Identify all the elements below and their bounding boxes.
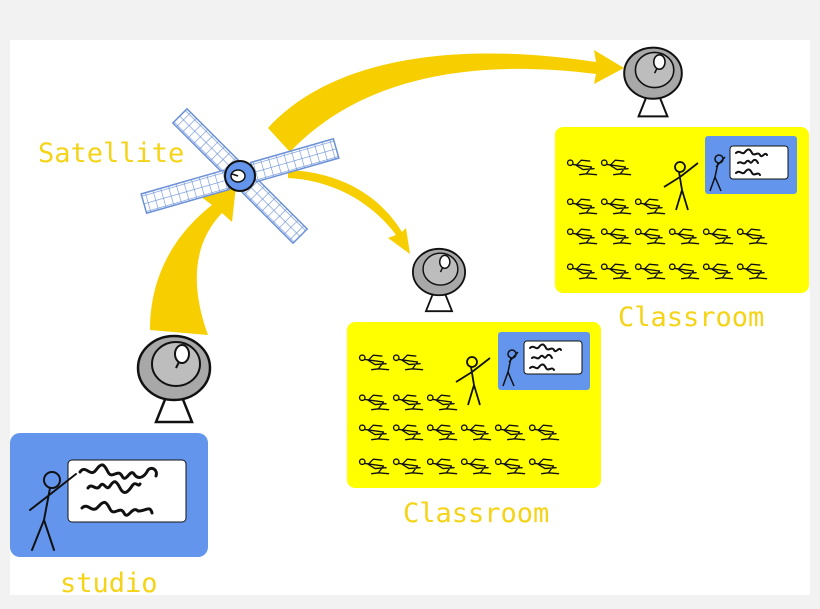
whiteboard-scribble bbox=[78, 463, 158, 517]
studio-dish-icon bbox=[136, 334, 212, 424]
satellite-label: Satellite bbox=[38, 138, 184, 169]
downlink-arrow-top bbox=[268, 50, 624, 152]
classroom-1-box bbox=[347, 322, 601, 488]
classroom-2-box bbox=[555, 127, 809, 293]
uplink-arrow bbox=[150, 186, 236, 335]
classroom-1-label: Classroom bbox=[403, 498, 549, 529]
studio-label: studio bbox=[60, 568, 158, 599]
whiteboard-scribble bbox=[735, 148, 768, 176]
studio-box bbox=[10, 433, 208, 557]
whiteboard-scribble bbox=[529, 343, 562, 371]
stick-figure-teacher-icon bbox=[29, 471, 77, 551]
classroom-2-label: Classroom bbox=[618, 302, 764, 333]
classroom-2-dish-icon bbox=[623, 46, 683, 118]
classroom-1-dish-icon bbox=[411, 247, 467, 313]
satellite-icon bbox=[140, 107, 340, 245]
downlink-arrow-middle bbox=[288, 170, 410, 254]
stick-figure-teacher-icon bbox=[663, 154, 726, 211]
stick-figure-teacher-icon bbox=[455, 349, 519, 406]
